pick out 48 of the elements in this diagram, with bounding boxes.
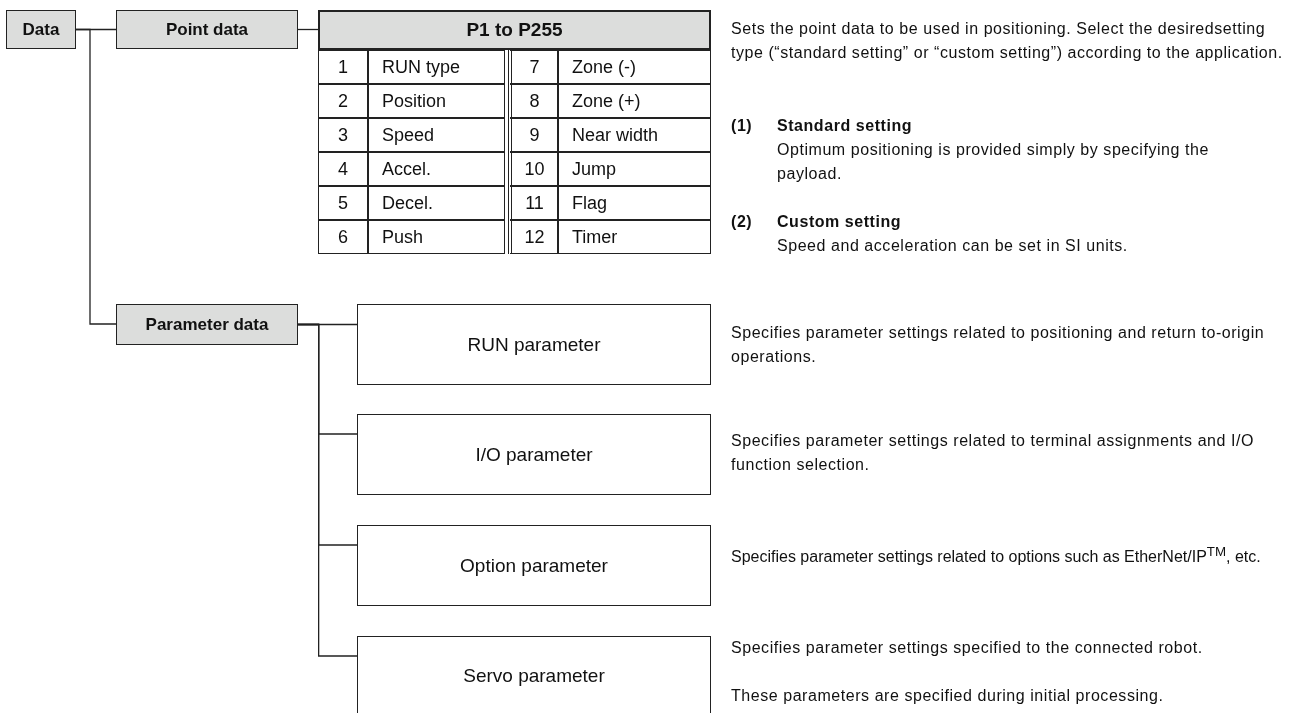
item-number: 12 [508,220,558,254]
item-number: 1 [318,50,368,84]
parameter-box: Servo parameter [357,636,711,713]
data-table [318,10,711,254]
list-heading: Custom setting [777,212,903,232]
item-number: 2 [318,84,368,118]
item-number: 6 [318,220,368,254]
item-name: Near width [558,118,711,152]
description-text: Specifies parameter settings specified to the connected robot. [731,638,1204,658]
description-text: Specifies parameter settings related to positioning and return to-origin operations. [731,323,1266,367]
parameter-box: Option parameter [357,525,711,606]
list-heading: Standard setting [777,116,914,136]
item-name: Zone (-) [558,50,711,84]
connector-line [297,28,319,31]
item-name: Push [368,220,505,254]
item-number: 7 [508,50,558,84]
item-name: Jump [558,152,711,186]
item-number: 3 [318,118,368,152]
item-name: Speed [368,118,505,152]
description-text: Sets the point data to be used in positioning. Select the desiredsetting type (“standard setting” or “custom setting”) according to the application. [731,19,1284,63]
list-number: (1) [731,116,754,136]
item-number: 8 [508,84,558,118]
item-name: Timer [558,220,711,254]
connector-line [297,323,358,657]
item-name: Accel. [368,152,505,186]
category-box: Point data [116,10,298,49]
item-number: 9 [508,118,558,152]
item-number: 11 [508,186,558,220]
root-box: Data [6,10,76,49]
description-text: Specifies parameter settings related to options such as EtherNet/IP$^{TM}$, etc. [731,543,1262,568]
item-name: RUN type [368,50,505,84]
table-header: P1 to P255 [318,10,711,50]
parameter-box: I/O parameter [357,414,711,495]
item-number: 4 [318,152,368,186]
description-text: Speed and acceleration can be set in SI units. [777,236,1129,256]
item-number: 10 [508,152,558,186]
item-name: Position [368,84,505,118]
description-text: Specifies parameter settings related to terminal assignments and I/O function selection. [731,431,1255,475]
item-name: Decel. [368,186,505,220]
item-name: Zone (+) [558,84,711,118]
parameter-box: RUN parameter [357,304,711,385]
connector-line [75,28,117,325]
description-text: Optimum positioning is provided simply by specifying the payload. [777,140,1210,184]
category-box: Parameter data [116,304,298,345]
description-text: These parameters are specified during initial processing. [731,686,1165,706]
item-name: Flag [558,186,711,220]
list-number: (2) [731,212,754,232]
item-number: 5 [318,186,368,220]
